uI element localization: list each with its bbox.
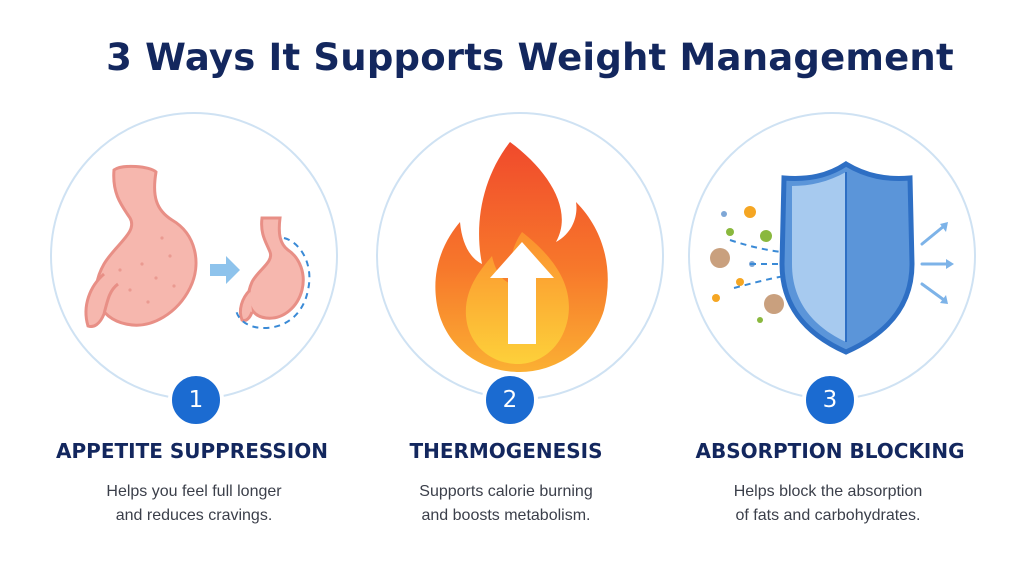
card-thermogenesis: 2 THERMOGENESIS Supports calorie burning… <box>376 112 666 552</box>
step-number-badge: 3 <box>802 372 858 428</box>
description-line: and reduces cravings. <box>115 507 273 524</box>
particles <box>710 206 784 323</box>
description-line: Helps block the absorption <box>733 483 923 500</box>
flame-arrow-up-icon <box>435 142 608 372</box>
page-title: 3 Ways It Supports Weight Management <box>106 36 954 79</box>
card-description: Supports calorie burning and boosts meta… <box>346 480 666 528</box>
step-number-badge: 1 <box>168 372 224 428</box>
description-line: and boosts metabolism. <box>421 507 591 524</box>
icon-circle <box>376 112 664 400</box>
description-line: Supports calorie burning <box>419 483 593 500</box>
card-heading: THERMOGENESIS <box>409 439 603 463</box>
card-appetite-suppression: 1 APPETITE SUPPRESSION Helps you feel fu… <box>50 112 340 552</box>
card-absorption-blocking: 3 ABSORPTION BLOCKING Helps block the ab… <box>688 112 978 552</box>
description-line: Helps you feel full longer <box>106 483 282 500</box>
stomach-shrink-icon <box>84 164 311 330</box>
step-number-badge: 2 <box>482 372 538 428</box>
card-description: Helps you feel full longer and reduces c… <box>34 480 354 528</box>
card-heading: APPETITE SUPPRESSION <box>56 439 328 463</box>
description-line: of fats and carbohydrates. <box>735 507 921 524</box>
icon-circle <box>50 112 338 400</box>
shield-block-icon <box>710 161 954 355</box>
card-heading: ABSORPTION BLOCKING <box>695 439 965 463</box>
card-description: Helps block the absorption of fats and c… <box>668 480 988 528</box>
icon-circle <box>688 112 976 400</box>
